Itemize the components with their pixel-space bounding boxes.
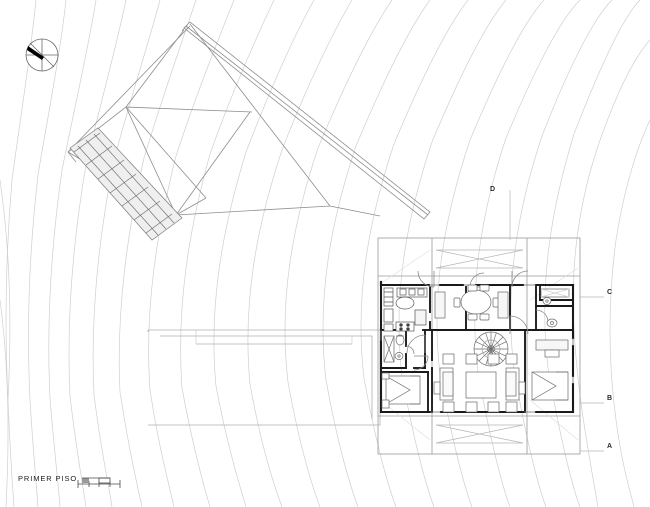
north-needle [27,46,44,60]
bathroom-left-fixtures [383,334,405,363]
drawing-title: PRIMER PISO [18,474,78,483]
bedroom-left-furniture [381,372,421,409]
bathroom-right-fixtures [540,288,570,328]
grid-label-d: D [490,186,496,193]
graphic-scale-bar [77,477,121,488]
bedroom-right-furniture [531,339,569,401]
grid-label-c: C [607,289,613,296]
dining-furniture [434,284,509,321]
grid-label-b: B [607,395,613,402]
living-room-furniture [433,353,526,413]
north-arrow [25,38,59,72]
grid-label-a: A [607,443,613,450]
spiral-staircase [473,331,509,367]
kitchen-furniture [383,287,428,332]
deck-brace-panels [435,249,524,444]
